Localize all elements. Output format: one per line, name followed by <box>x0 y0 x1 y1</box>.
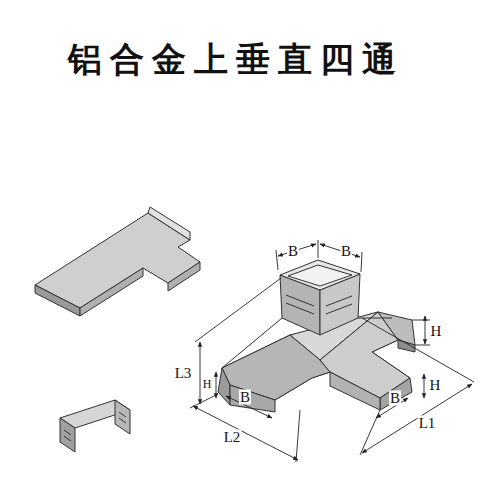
dimension-label: H <box>202 378 213 390</box>
dimension-label: H <box>430 324 443 339</box>
tee-cover <box>35 207 200 316</box>
dimension-label: L2 <box>223 430 242 445</box>
dimension-label: L3 <box>174 366 193 381</box>
four-way-fitting <box>218 260 415 412</box>
dimension-lines <box>190 240 474 462</box>
title: 铝合金上垂直四通 <box>68 37 404 83</box>
dimension-label: B <box>389 391 401 406</box>
dimension-label: B <box>340 244 352 259</box>
dimension-label: B <box>287 244 299 259</box>
dimension-label: H <box>429 378 442 393</box>
dimension-label: L1 <box>418 416 437 431</box>
small-cover <box>60 400 130 452</box>
dimension-label: B <box>239 390 251 405</box>
